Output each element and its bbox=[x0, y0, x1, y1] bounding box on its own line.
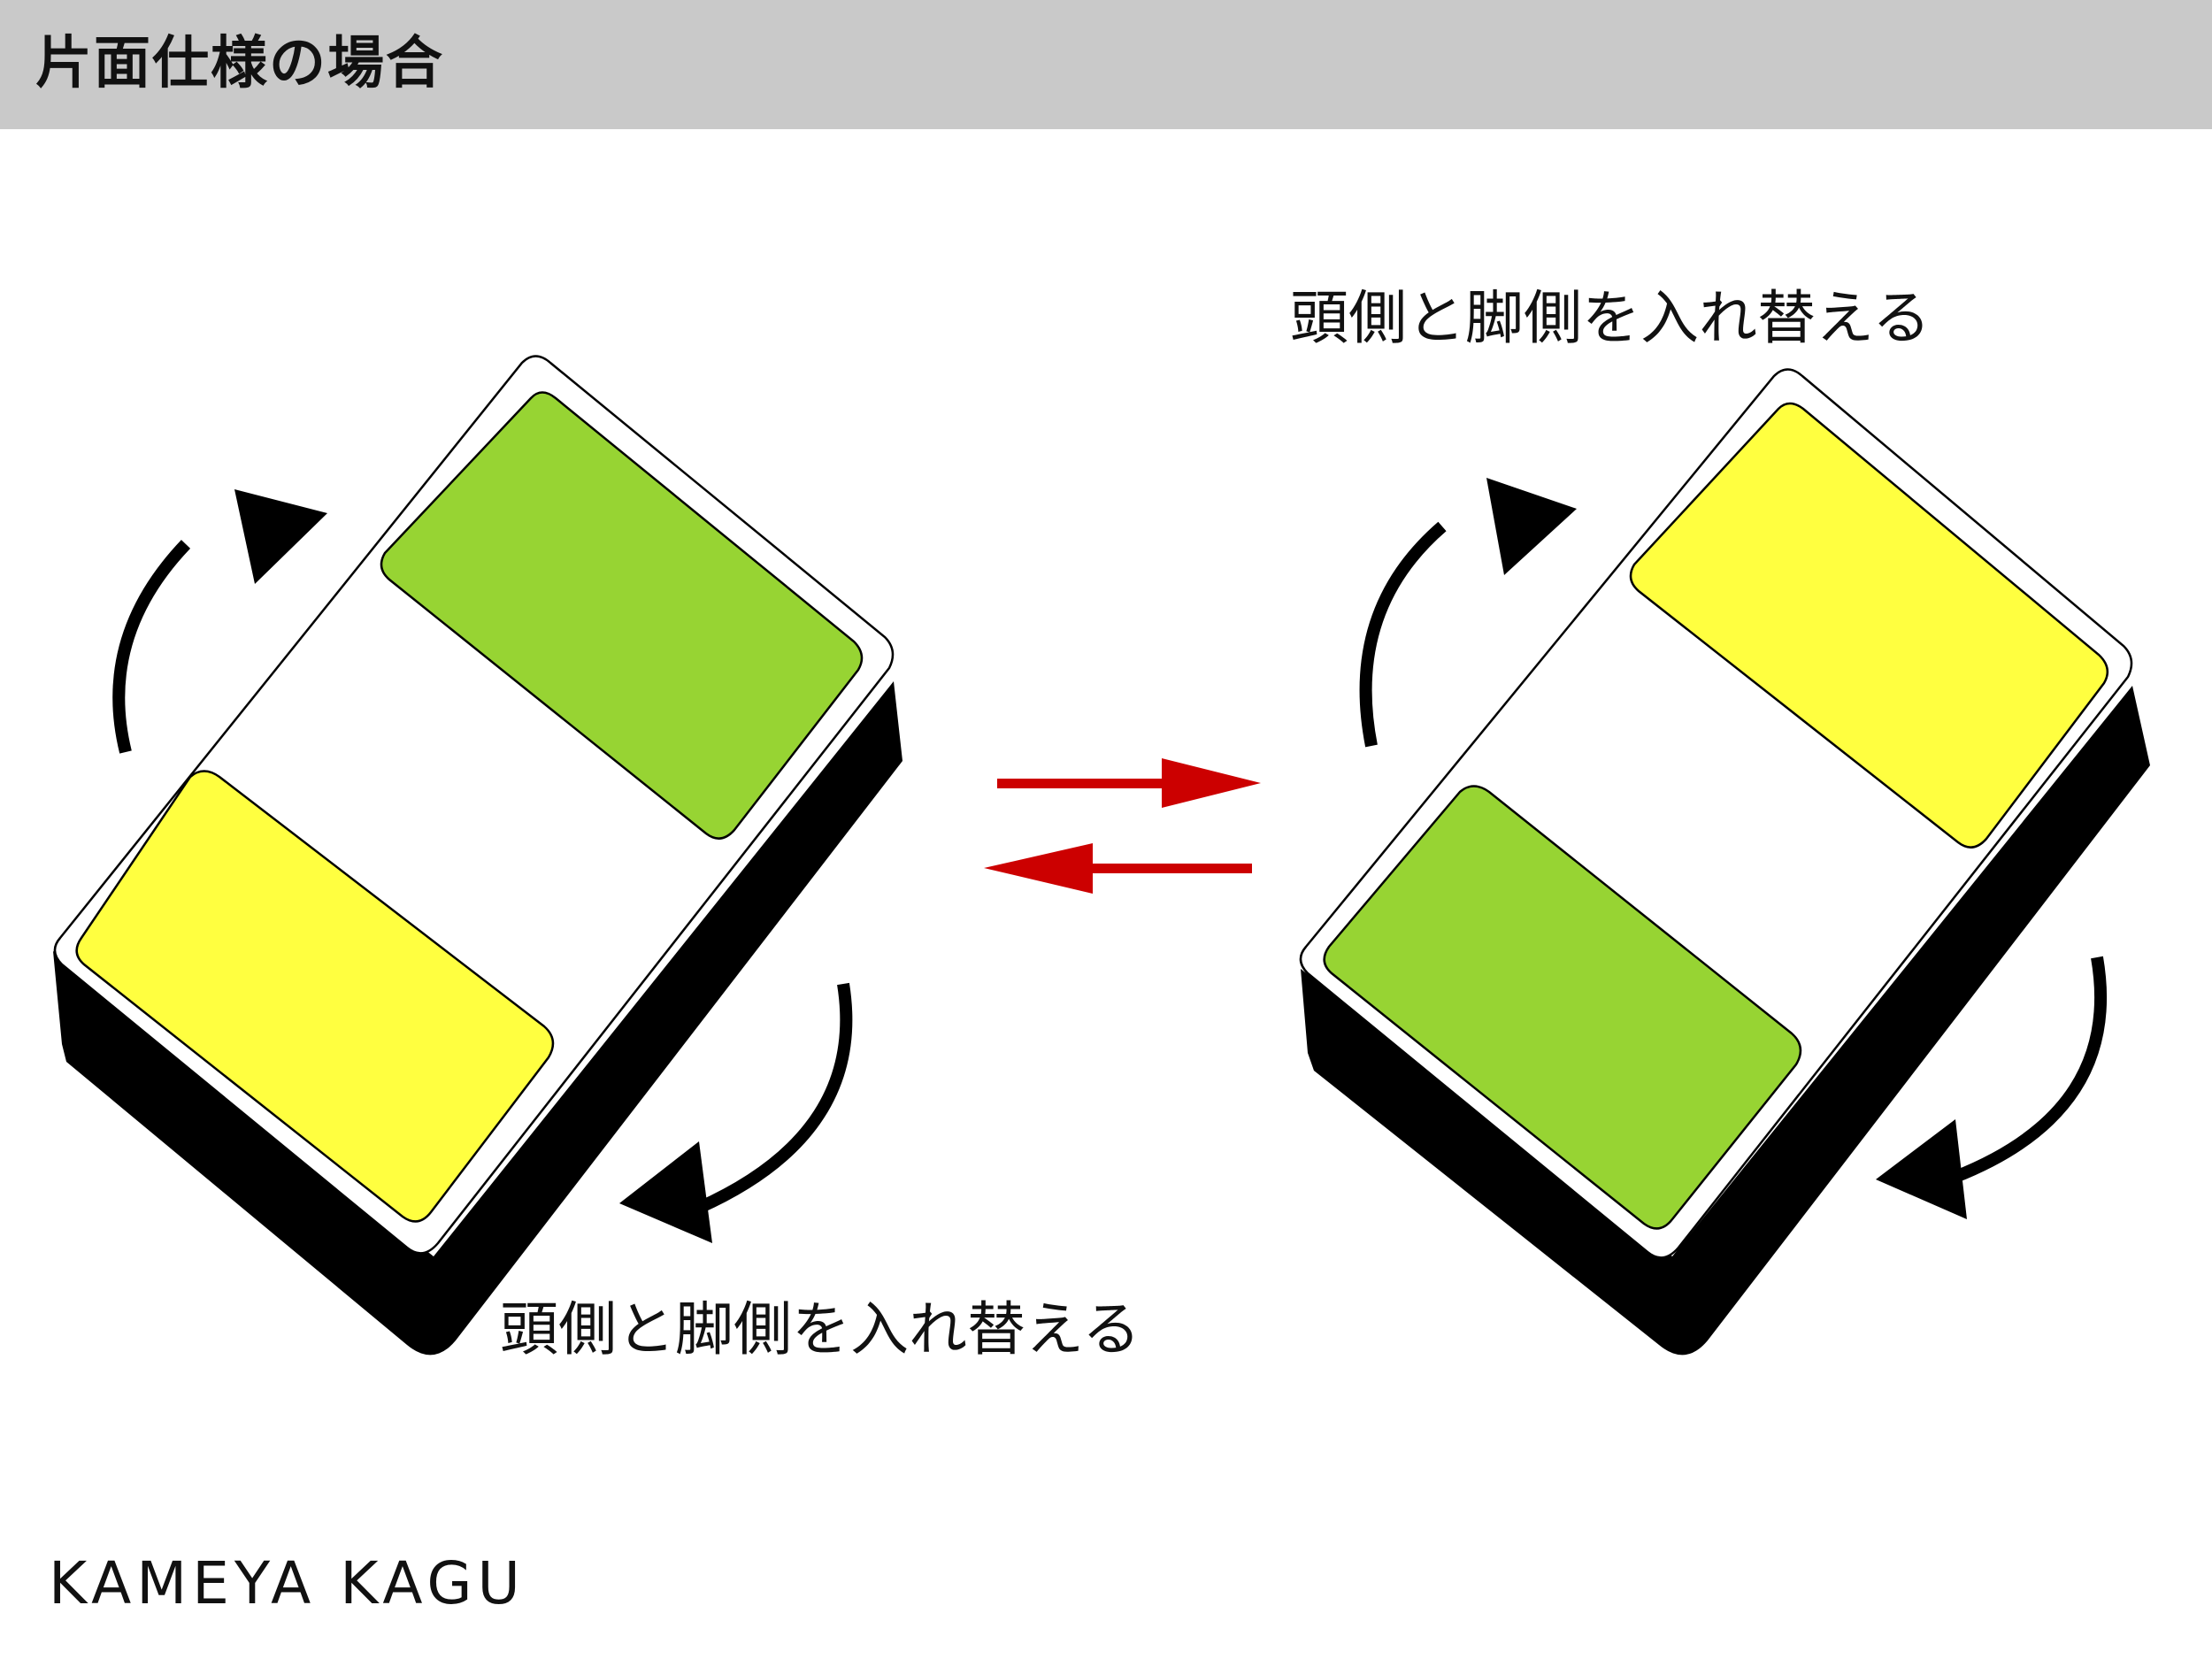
curved-arrow-icon bbox=[1876, 1119, 1967, 1219]
curved-arrow-icon bbox=[619, 1141, 712, 1243]
swap-arrow-right-shaft bbox=[997, 779, 1174, 788]
curved-arrow-icon bbox=[1359, 521, 1447, 748]
right-mattress bbox=[1299, 368, 2150, 1356]
swap-arrows-icon bbox=[984, 758, 1261, 894]
left-mattress-side bbox=[53, 681, 902, 1356]
right-green-panel bbox=[1323, 785, 1802, 1230]
brand-logo-text: KAMEYA KAGU bbox=[49, 1549, 526, 1617]
caption-bottom-left: 頭側と脚側を入れ替える bbox=[500, 1295, 1141, 1363]
right-mattress-side bbox=[1301, 686, 2150, 1356]
right-rotation-arrows bbox=[1359, 478, 2107, 1219]
swap-arrow-left-shaft bbox=[1084, 864, 1252, 873]
curved-arrow-icon bbox=[1486, 478, 1577, 575]
curved-arrow-icon bbox=[112, 540, 191, 754]
right-yellow-panel bbox=[1629, 402, 2109, 849]
caption-top-right: 頭側と脚側を入れ替える bbox=[1290, 284, 1931, 352]
curved-arrow-icon bbox=[1953, 956, 2107, 1183]
left-rotation-arrows bbox=[112, 489, 853, 1243]
page-title: 片面仕様の場合 bbox=[35, 31, 444, 96]
swap-arrow-left-head bbox=[984, 843, 1093, 894]
left-mattress bbox=[53, 355, 902, 1356]
left-green-panel bbox=[380, 391, 864, 840]
swap-arrow-right-head bbox=[1162, 758, 1261, 808]
curved-arrow-icon bbox=[234, 489, 327, 584]
curved-arrow-icon bbox=[696, 982, 853, 1214]
left-yellow-panel bbox=[75, 770, 555, 1223]
header-bar: 片面仕様の場合 bbox=[0, 0, 2212, 129]
